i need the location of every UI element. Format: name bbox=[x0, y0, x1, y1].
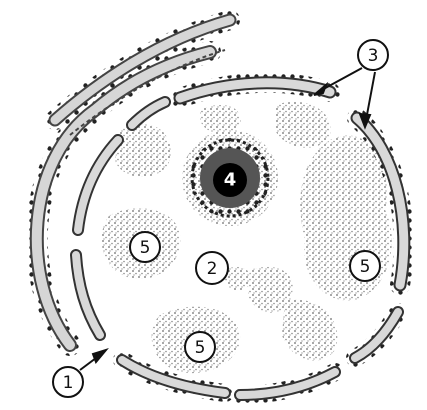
marker-1: 1 bbox=[53, 367, 83, 397]
marker-5b: 5 bbox=[350, 251, 380, 281]
er-marker: 1 bbox=[63, 373, 74, 393]
marker-5a: 5 bbox=[130, 232, 160, 262]
marker-2: 2 bbox=[196, 252, 228, 284]
marker-3: 3 bbox=[358, 40, 388, 70]
nuclear-pore-marker: 3 bbox=[368, 46, 379, 66]
nucleoplasm-marker: 2 bbox=[207, 259, 218, 279]
marker-5c: 5 bbox=[185, 332, 215, 362]
chromatin-marker-c: 5 bbox=[195, 338, 206, 358]
chromatin-marker-a: 5 bbox=[140, 238, 151, 258]
chromatin-marker-b: 5 bbox=[360, 257, 371, 277]
nucleolus: 4 bbox=[182, 130, 278, 226]
nucleolus-marker: 4 bbox=[224, 170, 237, 191]
